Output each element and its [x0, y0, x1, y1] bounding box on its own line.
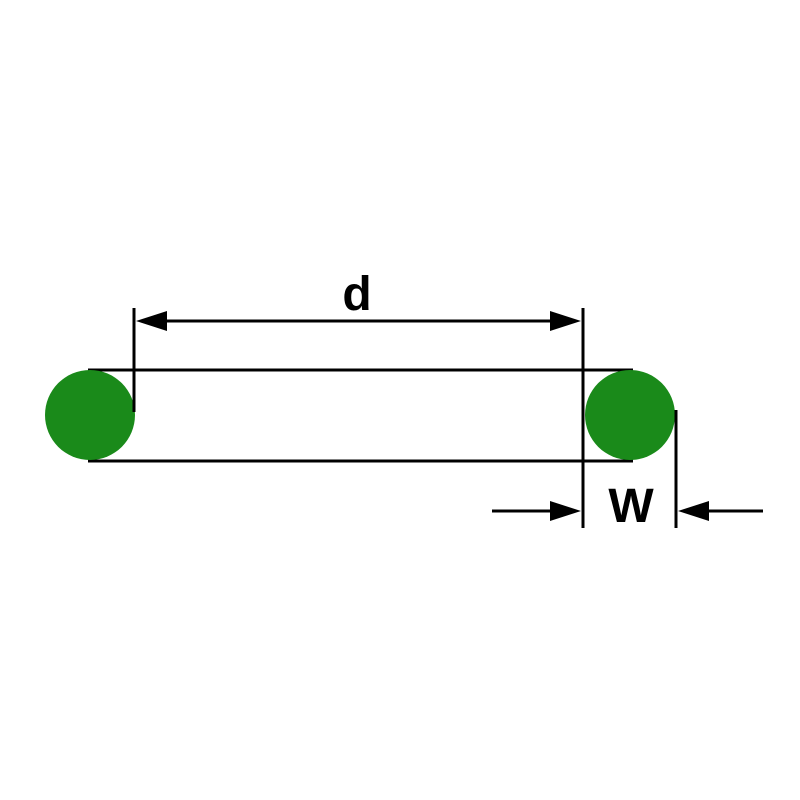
w-label: W — [608, 480, 654, 533]
right-cross-section-circle — [585, 370, 675, 460]
d-arrowhead-left-icon — [136, 311, 167, 331]
left-cross-section-circle — [45, 370, 135, 460]
d-label: d — [342, 268, 371, 321]
w-arrowhead-left-icon — [550, 501, 581, 521]
d-arrowhead-right-icon — [550, 311, 581, 331]
w-arrowhead-right-icon — [678, 501, 709, 521]
